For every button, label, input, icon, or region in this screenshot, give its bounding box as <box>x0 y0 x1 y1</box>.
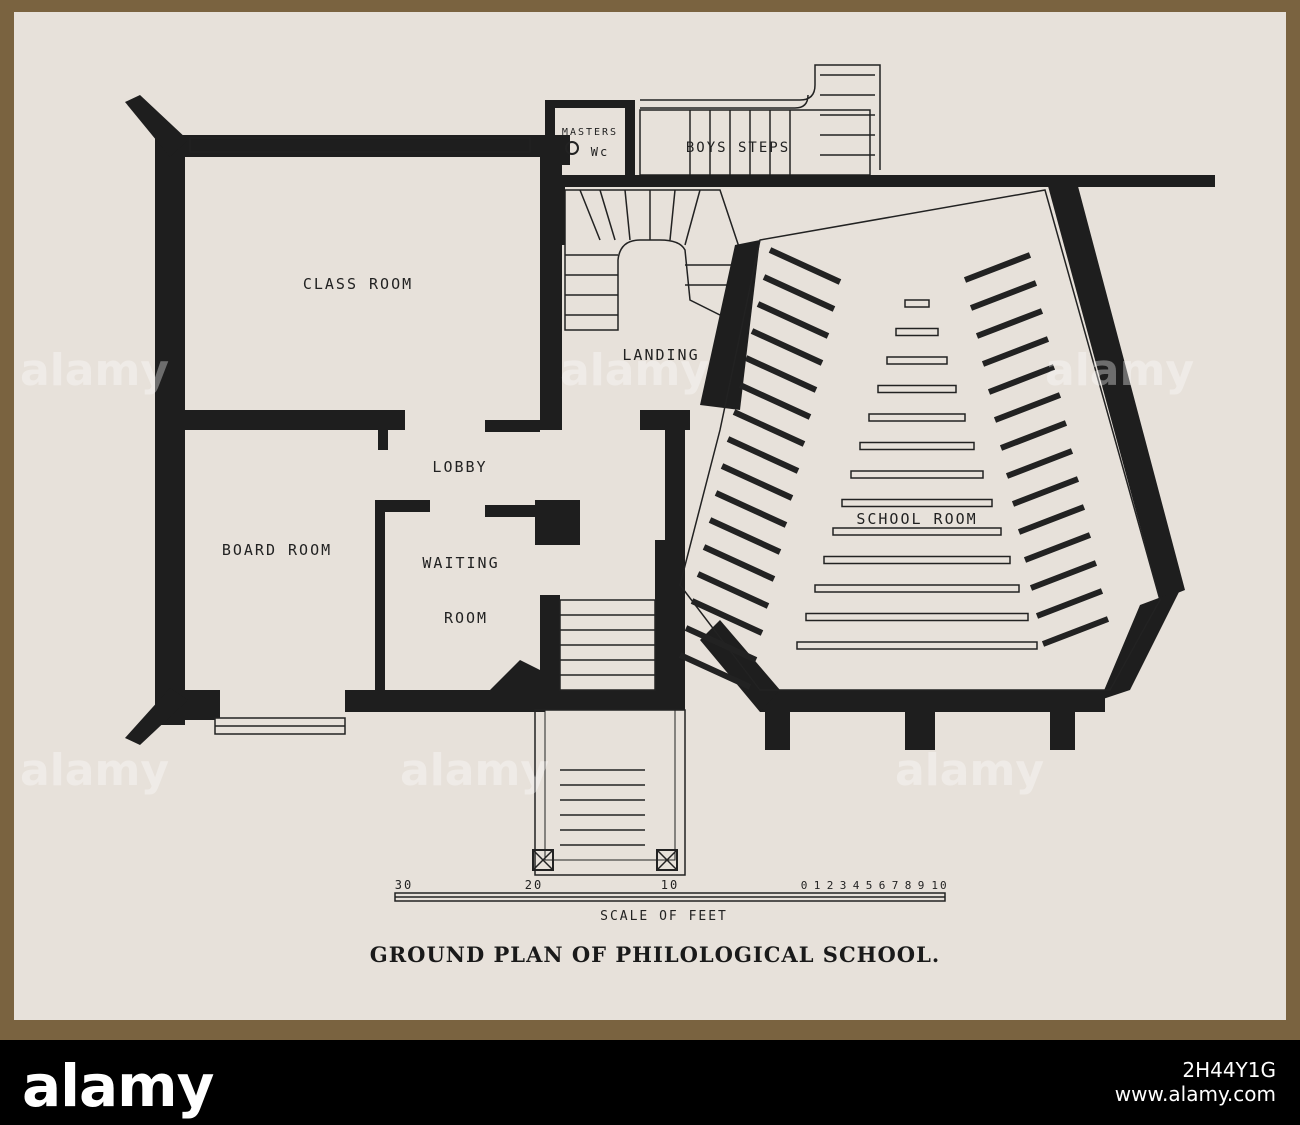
bench <box>1017 504 1086 535</box>
stock-brand: alamy <box>22 1052 214 1120</box>
bench <box>732 409 806 447</box>
bench <box>1041 616 1110 647</box>
scale-title: SCALE OF FEET <box>600 909 728 924</box>
bench <box>1035 588 1104 619</box>
bench <box>684 625 758 663</box>
bench <box>859 441 975 451</box>
left-block-walls <box>125 95 690 745</box>
label-school-room: SCHOOL ROOM <box>856 510 977 528</box>
bench <box>969 280 1038 311</box>
watermark: alamy <box>895 745 1044 796</box>
watermark: alamy <box>560 345 709 396</box>
bench <box>832 527 1002 536</box>
watermark: alamy <box>1045 345 1194 396</box>
label-board-room: BOARD ROOM <box>222 541 332 559</box>
bench <box>823 555 1011 565</box>
stair-landing <box>545 185 760 410</box>
scale-tick-7: 7 <box>892 879 901 892</box>
school-room-walls <box>679 175 1185 750</box>
bench <box>744 355 818 393</box>
label-wc: Wc <box>591 145 609 159</box>
scale-tick-1: 1 <box>814 879 823 892</box>
bench <box>714 490 788 528</box>
label-boys-steps: BOYS STEPS <box>686 140 790 156</box>
bench <box>678 652 752 690</box>
scale-bar: 30 20 10 0 1 2 3 4 5 6 7 8 9 10 SCALE OF… <box>394 878 948 924</box>
bench <box>690 598 764 636</box>
bench <box>1023 532 1092 563</box>
label-waiting: WAITING <box>422 554 499 572</box>
bench <box>738 382 812 420</box>
scale-tick-3: 3 <box>840 879 849 892</box>
bench <box>993 392 1062 423</box>
bench <box>708 517 782 555</box>
bench <box>805 612 1029 622</box>
caption: GROUND PLAN OF PHILOLOGICAL SCHOOL. <box>370 942 940 967</box>
bench <box>904 299 930 308</box>
scale-tick-0: 0 <box>801 879 810 892</box>
scale-tick-6: 6 <box>879 879 888 892</box>
label-class-room: CLASS ROOM <box>303 275 413 293</box>
scale-tick-5: 5 <box>866 879 875 892</box>
bench <box>756 301 830 339</box>
bench <box>963 252 1032 283</box>
stock-site: www.alamy.com <box>1114 1082 1276 1106</box>
bench <box>841 498 993 508</box>
bench <box>720 463 794 501</box>
bench <box>987 364 1056 395</box>
bench <box>999 420 1068 451</box>
bench <box>895 327 939 337</box>
bench <box>850 470 984 479</box>
bench <box>1011 476 1080 507</box>
bench <box>886 356 948 365</box>
bench <box>975 308 1044 339</box>
watermark-layer: alamy alamy alamy alamy alamy alamy <box>20 345 1194 796</box>
scale-tick-9: 9 <box>918 879 927 892</box>
bench <box>762 274 836 312</box>
bench <box>696 571 770 609</box>
bench <box>750 328 824 366</box>
stock-footer-bar <box>0 1040 1300 1125</box>
scale-tick-20: 20 <box>525 878 543 892</box>
bench <box>726 436 800 474</box>
bench <box>1029 560 1098 591</box>
bench <box>814 584 1020 593</box>
bench <box>981 336 1050 367</box>
bench <box>877 384 957 394</box>
bench <box>702 544 776 582</box>
bench <box>768 247 842 285</box>
floor-plan: CLASS ROOM LANDING LOBBY BOARD ROOM WAIT… <box>20 64 1215 967</box>
scale-tick-10: 10 <box>661 878 679 892</box>
scale-tick-4: 4 <box>853 879 862 892</box>
bench <box>868 413 966 422</box>
label-landing: LANDING <box>622 346 699 364</box>
wc-and-boys-steps <box>545 64 1215 187</box>
bench <box>796 641 1038 650</box>
label-masters: MASTERS <box>562 127 618 138</box>
stock-id-block: 2H44Y1G www.alamy.com <box>1115 1058 1276 1106</box>
label-room: ROOM <box>444 609 488 627</box>
label-lobby: LOBBY <box>432 458 487 476</box>
entrance-stairs <box>490 599 686 876</box>
watermark: alamy <box>20 745 169 796</box>
watermark: alamy <box>400 745 549 796</box>
scale-tick-10b: 10 <box>931 879 948 892</box>
school-room-benches <box>678 247 1110 690</box>
watermark: alamy <box>20 345 169 396</box>
scale-tick-8: 8 <box>905 879 914 892</box>
scale-tick-2: 2 <box>827 879 836 892</box>
bench <box>1005 448 1074 479</box>
scale-tick-30: 30 <box>395 878 413 892</box>
image-id: 2H44Y1G <box>1182 1058 1276 1082</box>
